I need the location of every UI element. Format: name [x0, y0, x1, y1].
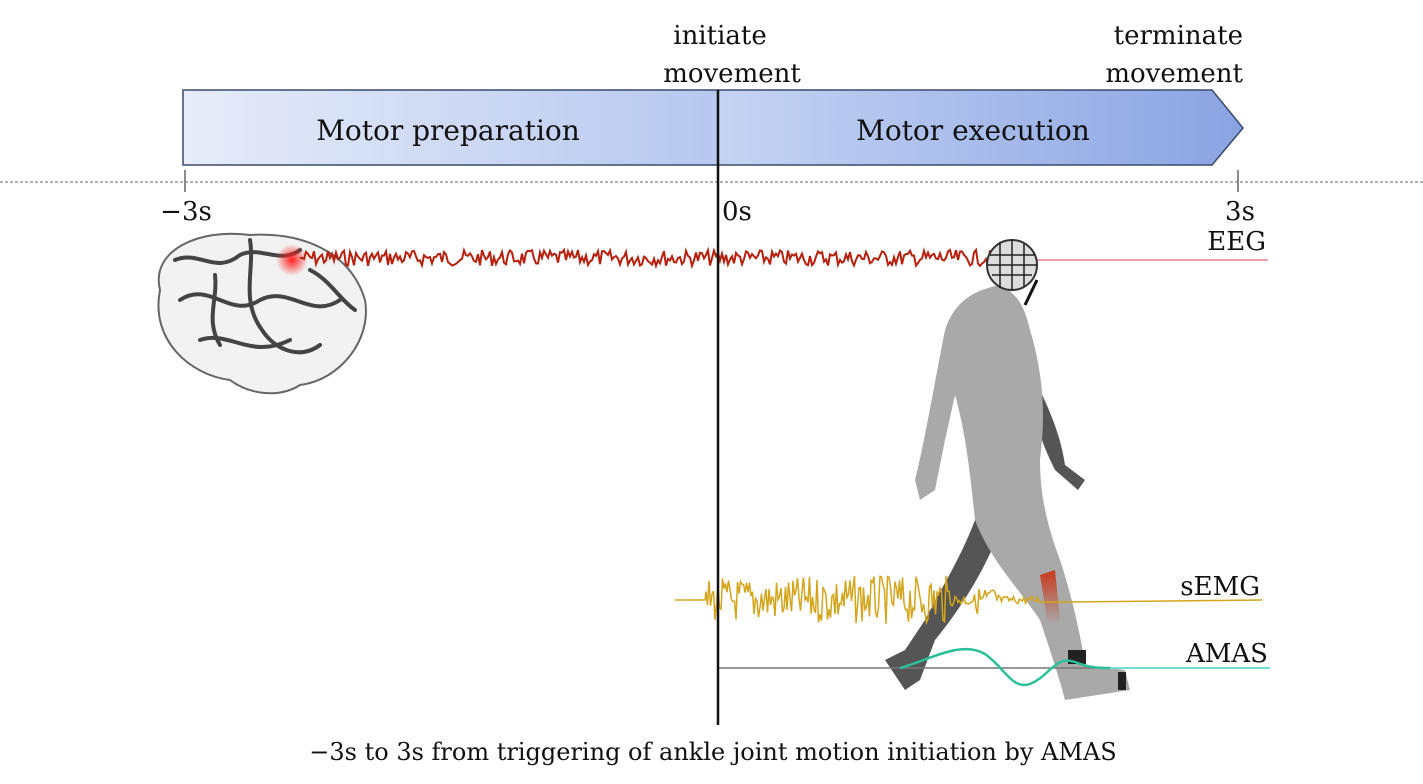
initiate-movement-label: initiate movement	[663, 21, 801, 89]
semg-label: sEMG	[1180, 572, 1260, 602]
svg-text:initiate: initiate	[673, 21, 766, 51]
motor-preparation-label: Motor preparation	[316, 114, 580, 147]
time-axis: −3s 0s 3s	[0, 170, 1423, 227]
svg-text:movement: movement	[1105, 59, 1243, 89]
motor-preparation-segment	[182, 89, 719, 166]
eeg-label: EEG	[1207, 227, 1266, 257]
amas-label: AMAS	[1185, 639, 1268, 669]
motor-execution-label: Motor execution	[856, 114, 1090, 147]
tick-label: −3s	[160, 197, 212, 227]
calf-muscle	[1040, 570, 1060, 625]
semg-trace	[675, 575, 1263, 626]
svg-text:terminate: terminate	[1114, 21, 1243, 51]
terminate-movement-label: terminate movement	[1105, 21, 1243, 89]
svg-text:movement: movement	[663, 59, 801, 89]
walking-person-illustration	[885, 239, 1130, 700]
tick-label: 3s	[1225, 197, 1255, 227]
eeg-trace	[299, 246, 991, 270]
brain-illustration	[157, 232, 367, 395]
activation-spot	[276, 244, 308, 276]
phase-arrow: Motor preparation Motor execution	[182, 89, 1244, 166]
foot-sensor	[1118, 672, 1126, 690]
caption: −3s to 3s from triggering of ankle joint…	[309, 738, 1116, 766]
tick-label: 0s	[722, 197, 752, 227]
amas-trace	[899, 648, 1111, 687]
